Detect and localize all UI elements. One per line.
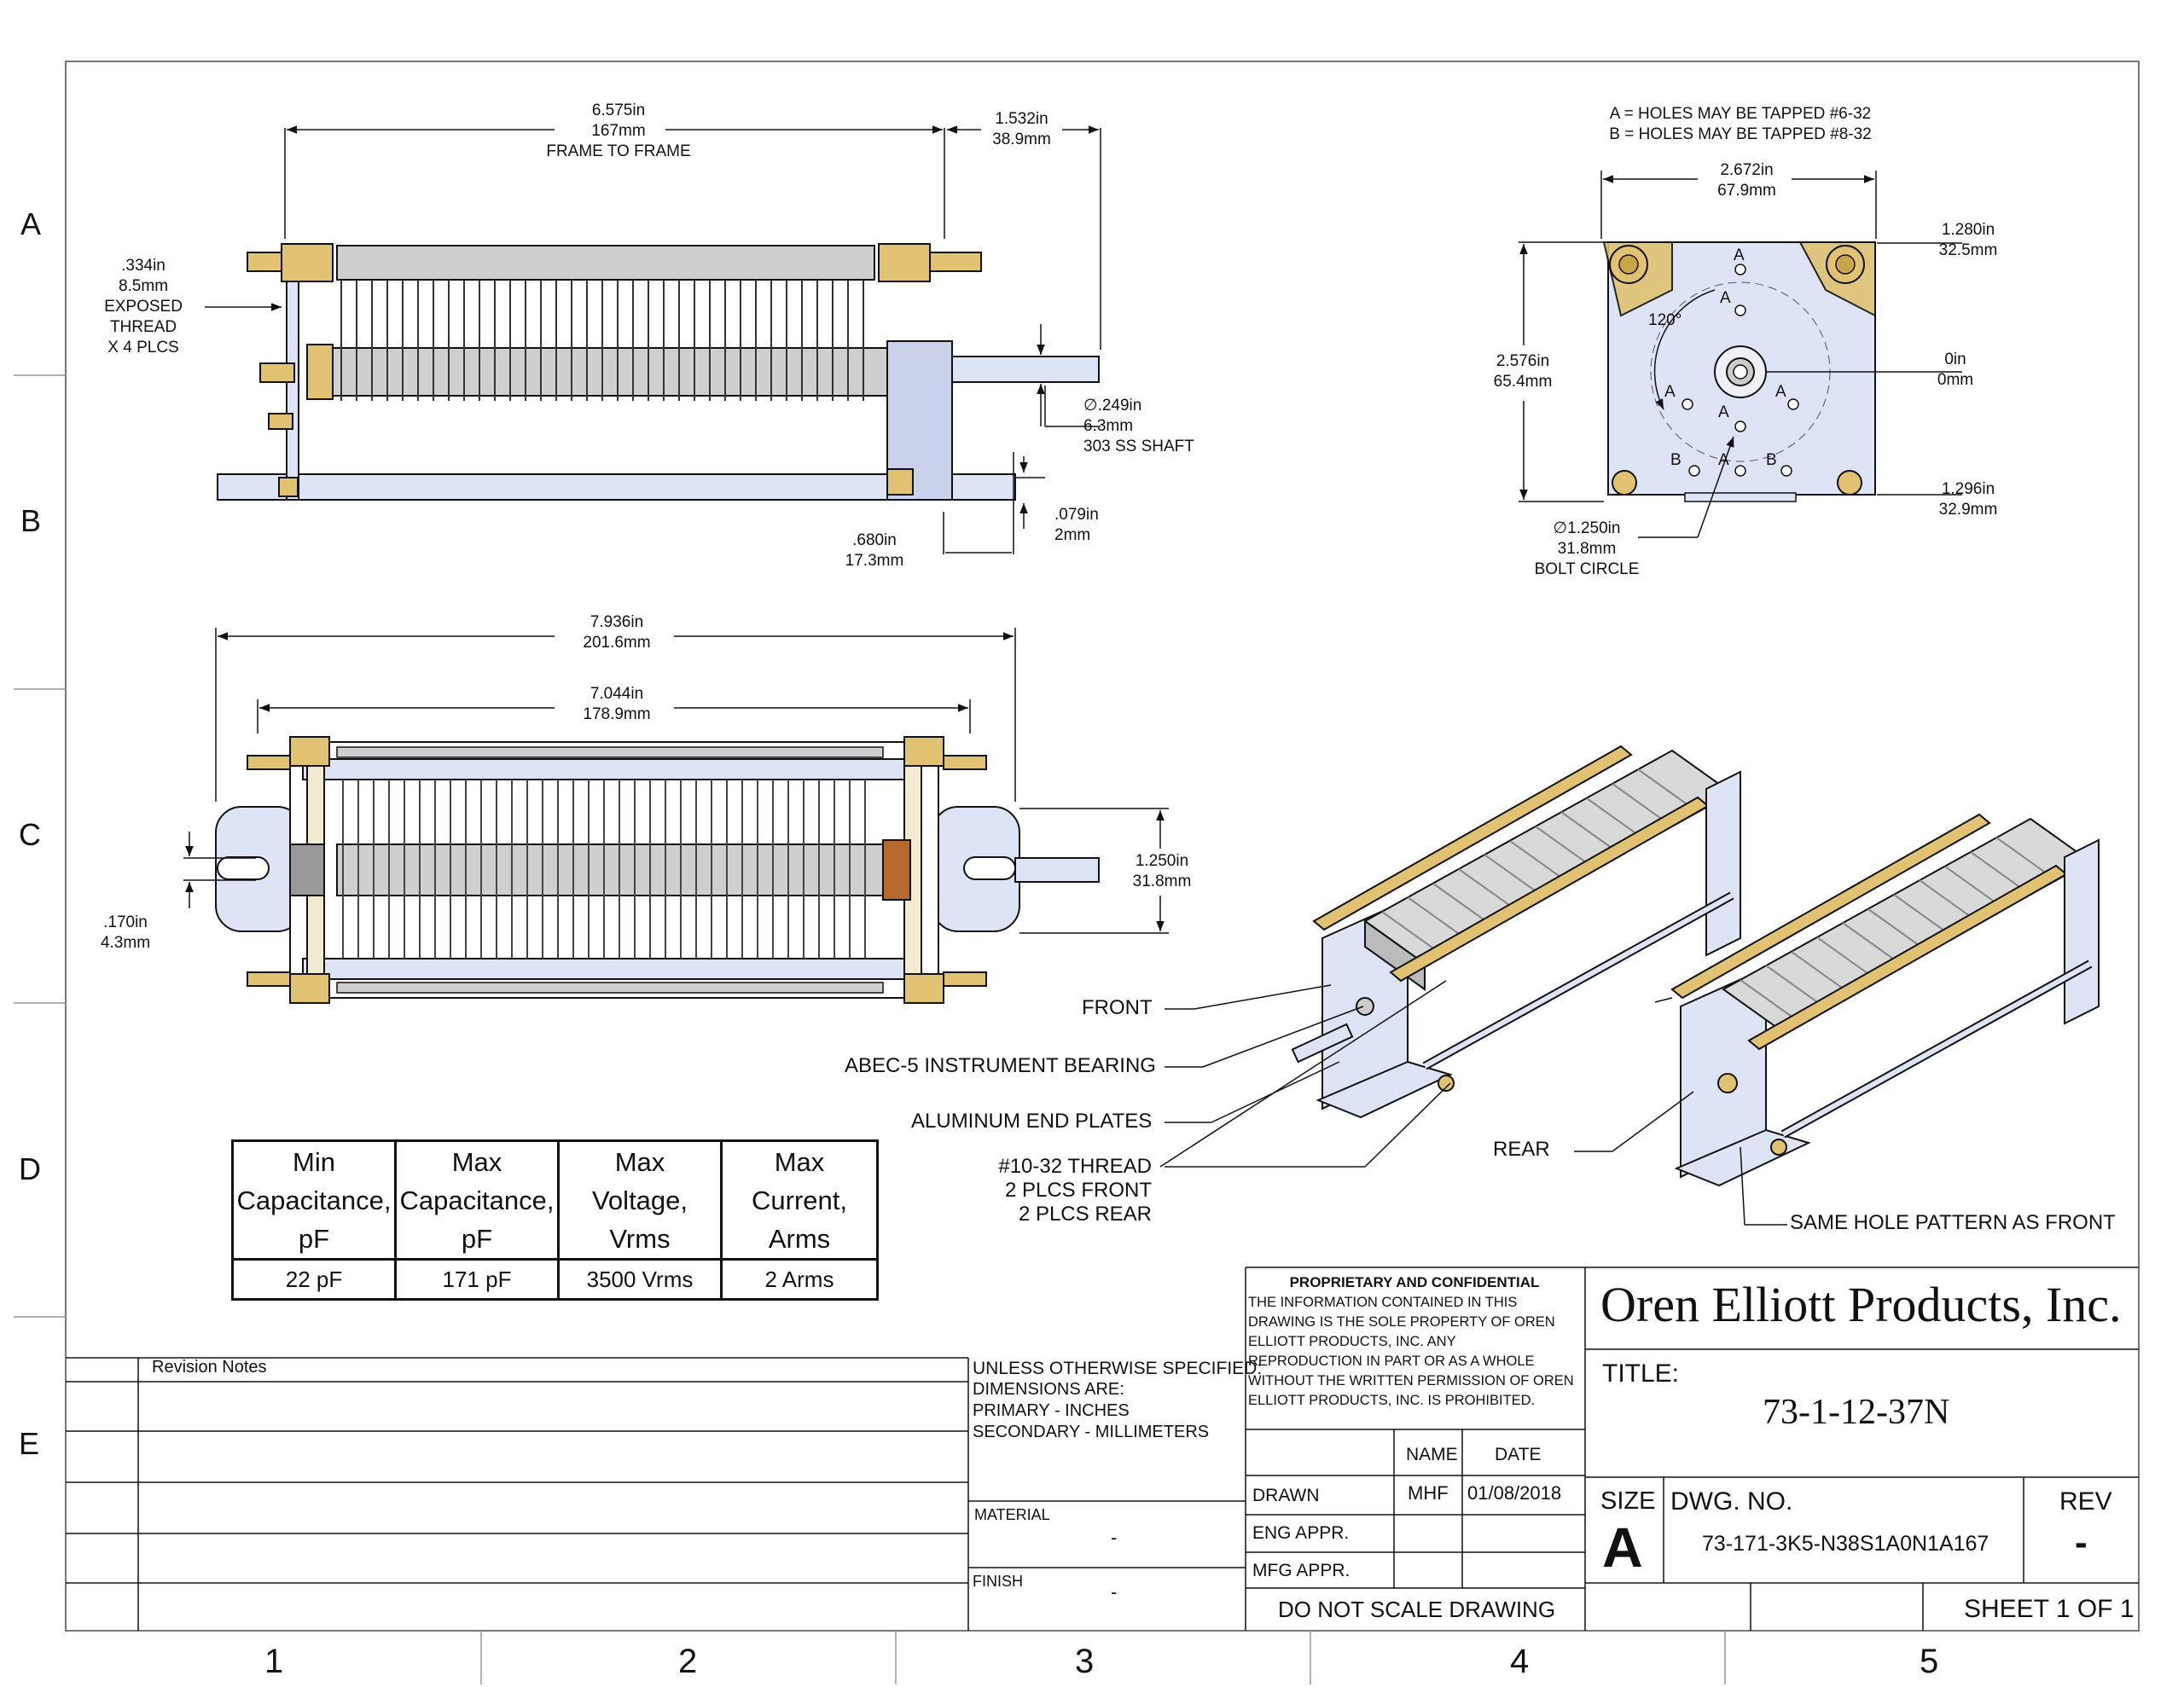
callout-leaders [1159, 980, 1787, 1226]
hole-label-b: B [1670, 451, 1682, 469]
zone-row-d: D [19, 1151, 41, 1186]
title-block-lines [66, 1267, 2139, 1631]
hole-label-a: A [1720, 289, 1731, 307]
hole-label-a: A [1775, 383, 1786, 401]
company-name: Oren Elliott Products, Inc. [1600, 1277, 2122, 1332]
spec-value-max-current: 2 Arms [720, 1258, 879, 1301]
zone-row-b: B [20, 503, 42, 538]
sheet-border [65, 61, 2140, 1632]
proprietary-notice: PROPRIETARY AND CONFIDENTIAL THE INFORMA… [1248, 1274, 1574, 1408]
revision-value: - [2075, 1522, 2088, 1563]
callout-end-plates: ALUMINUM END PLATES [911, 1110, 1153, 1133]
sheet-size: A [1602, 1516, 1643, 1579]
finish-label: FINISH [973, 1573, 1024, 1590]
zone-col-5: 5 [1920, 1643, 1939, 1680]
callout-front: FRONT [1082, 996, 1153, 1019]
hole-label-b: B [1766, 451, 1777, 469]
hole-label-a: A [1734, 246, 1745, 264]
mfg-appr-label: MFG APPR. [1252, 1561, 1350, 1580]
drawn-name: MHF [1408, 1482, 1449, 1504]
callout-bearing: ABEC-5 INSTRUMENT BEARING [845, 1054, 1156, 1077]
sheet-number: SHEET 1 OF 1 [1964, 1595, 2135, 1623]
zone-row-c: C [19, 817, 41, 852]
zone-col-1: 1 [264, 1643, 284, 1680]
callout-same-hole: SAME HOLE PATTERN AS FRONT [1790, 1211, 2116, 1234]
approval-name-header: NAME [1406, 1445, 1458, 1464]
spec-value-min-cap: 22 pF [231, 1258, 397, 1301]
side-view [205, 125, 1101, 554]
material-value: - [1111, 1527, 1118, 1548]
rev-label: REV [2059, 1487, 2112, 1516]
do-not-scale-note: DO NOT SCALE DRAWING [1278, 1597, 1556, 1622]
spec-value-max-voltage: 3500 Vrms [557, 1258, 723, 1301]
top-view [183, 628, 1169, 1004]
drawing-number: 73-171-3K5-N38S1A0N1A167 [1702, 1532, 1989, 1556]
isometric-rear [1670, 813, 2100, 1187]
finish-value: - [1111, 1581, 1118, 1603]
zone-col-4: 4 [1510, 1643, 1530, 1680]
angle-label: 120° [1648, 311, 1682, 329]
drawn-date: 01/08/2018 [1467, 1482, 1562, 1504]
zone-col-3: 3 [1075, 1643, 1095, 1680]
title-label: TITLE: [1602, 1359, 1680, 1388]
revision-notes-header: Revision Notes [152, 1358, 267, 1377]
size-label: SIZE [1600, 1487, 1656, 1515]
material-label: MATERIAL [974, 1506, 1050, 1523]
drawn-label: DRAWN [1252, 1486, 1320, 1505]
hole-label-a: A [1718, 451, 1729, 469]
eng-appr-label: ENG APPR. [1252, 1523, 1350, 1543]
isometric-front [1291, 745, 1741, 1119]
end-view [1519, 171, 1962, 538]
approval-date-header: DATE [1495, 1445, 1542, 1464]
zone-col-2: 2 [678, 1643, 698, 1680]
zone-row-a: A [20, 206, 42, 241]
drawing-title: 73-1-12-37N [1763, 1393, 1950, 1432]
zone-ticks [14, 374, 1726, 1684]
zone-row-e: E [19, 1426, 40, 1461]
spec-value-max-cap: 171 pF [394, 1258, 560, 1301]
callout-rear: REAR [1493, 1138, 1550, 1161]
tolerance-note: UNLESS OTHERWISE SPECIFIED: DIMENSIONS A… [973, 1359, 1263, 1441]
hole-label-a: A [1718, 403, 1729, 421]
dwg-no-label: DWG. NO. [1670, 1487, 1793, 1516]
spec-value-row: 22 pF 171 pF 3500 Vrms 2 Arms [231, 1258, 879, 1301]
hole-label-a: A [1664, 383, 1676, 401]
